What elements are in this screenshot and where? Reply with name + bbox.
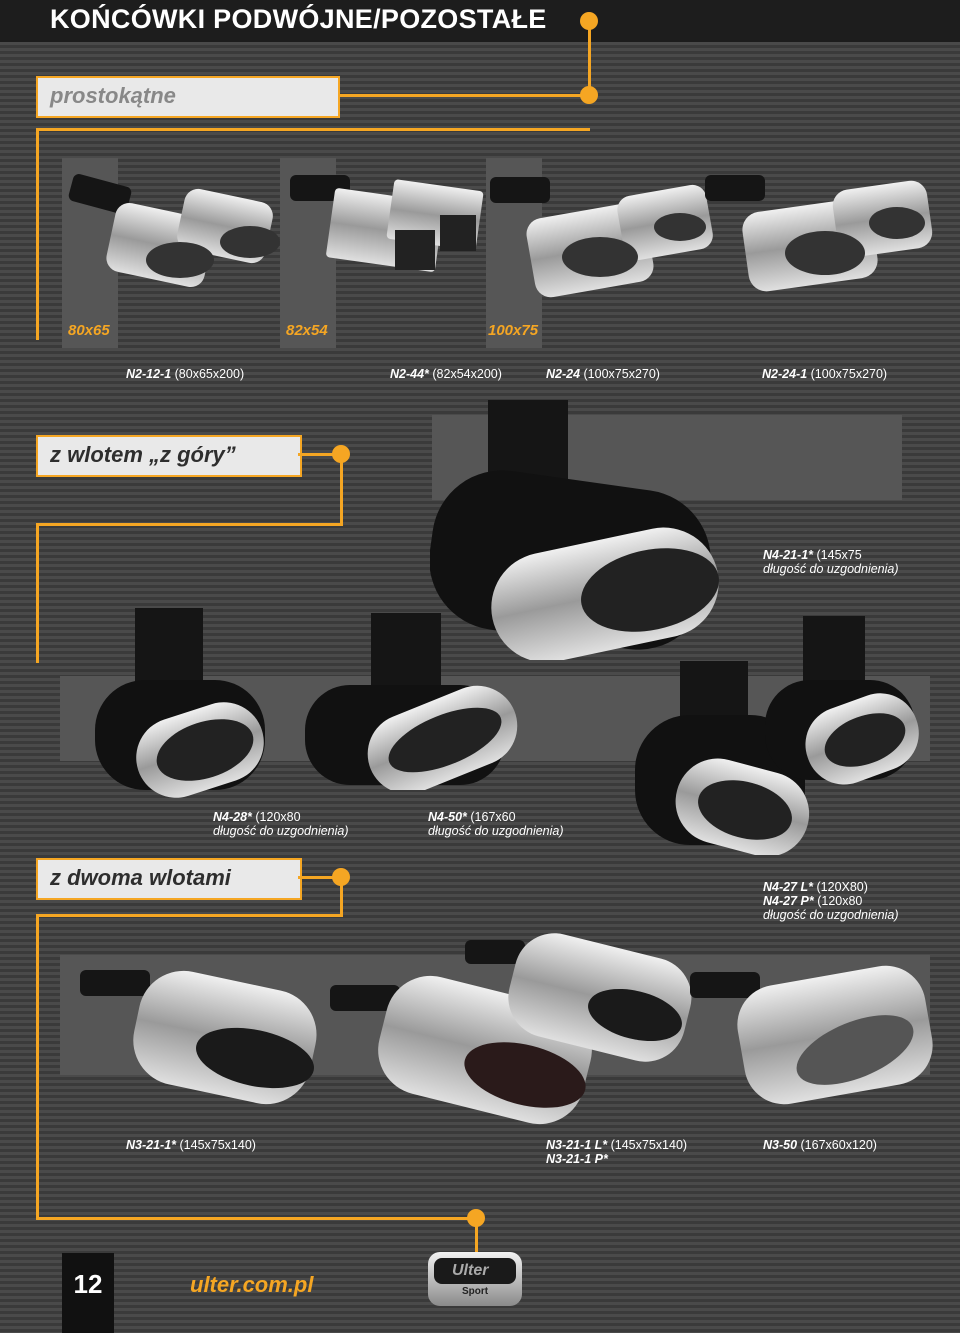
brand-logo: Ulter Sport: [428, 1252, 522, 1306]
product-caption: N3-21-1* (145x75x140): [126, 1138, 256, 1152]
section-left-line: [36, 523, 39, 663]
section-label-text: z dwoma wlotami: [50, 865, 231, 890]
product-caption: N4-27 L* (120X80) N4-27 P* (120x80 długo…: [763, 880, 899, 922]
size-label: 82x54: [286, 322, 328, 339]
exhaust-tip-photo: [290, 175, 484, 272]
exhaust-tip-photo: [68, 174, 280, 288]
exhaust-tip-photo: [465, 933, 692, 1062]
header-accent-line: [588, 20, 591, 95]
section-line: [340, 876, 343, 916]
size-label: 100x75: [488, 322, 539, 339]
product-caption: N2-12-1 (80x65x200): [126, 367, 245, 381]
section-top-line: [36, 128, 590, 131]
section-line: [36, 914, 343, 917]
product-caption: N2-24-1 (100x75x270): [762, 367, 888, 381]
product-caption: N3-50 (167x60x120): [763, 1138, 877, 1152]
section-bottom-line: [36, 1217, 476, 1220]
exhaust-tip-photo: [430, 400, 719, 660]
page-title: KOŃCÓWKI PODWÓJNE/POZOSTAŁE: [50, 4, 547, 34]
exhaust-tip-photo: [80, 970, 317, 1105]
size-label: 80x65: [68, 322, 110, 339]
website-link[interactable]: ulter.com.pl: [190, 1272, 314, 1297]
exhaust-tip-photo: [305, 613, 518, 790]
exhaust-tip-photo: [490, 177, 713, 298]
exhaust-tip-photo: [690, 965, 933, 1105]
section-line: [475, 1225, 478, 1253]
section-label-text: z wlotem „z góry”: [50, 442, 236, 467]
exhaust-tip-photo: [635, 661, 810, 855]
logo-subtext: Sport: [461, 1286, 489, 1297]
product-caption: N2-44* (82x54x200): [390, 367, 502, 381]
section-line: [36, 523, 343, 526]
section-label-dwoma: z dwoma wlotami: [36, 858, 302, 900]
section-label-text: prostokątne: [50, 83, 176, 108]
section-line: [340, 453, 343, 525]
section-dot: [467, 1209, 485, 1227]
section-label-prostokatne: prostokątne: [36, 76, 340, 118]
product-caption: N4-21-1* (145x75 długość do uzgodnienia): [763, 548, 899, 576]
logo-plate: Ulter: [434, 1258, 516, 1284]
logo-text: Ulter: [452, 1262, 489, 1279]
section-left-line: [36, 914, 39, 1219]
exhaust-tip-photo: [765, 616, 919, 785]
exhaust-tip-photo: [705, 175, 933, 292]
section-label-z-gory: z wlotem „z góry”: [36, 435, 302, 477]
page-header: [0, 0, 960, 42]
product-caption: N2-24 (100x75x270): [546, 367, 660, 381]
section-dot: [580, 86, 598, 104]
page-number: 12: [62, 1253, 114, 1333]
section-left-line: [36, 128, 39, 340]
section-line: [338, 94, 584, 97]
section-line: [298, 453, 334, 456]
product-caption: N4-50* (167x60 długość do uzgodnienia): [428, 810, 564, 838]
exhaust-tip-photo: [95, 608, 265, 798]
product-caption: N3-21-1 L* (145x75x140) N3-21-1 P*: [546, 1138, 688, 1166]
product-caption: N4-28* (120x80 długość do uzgodnienia): [213, 810, 349, 838]
section-line: [298, 876, 334, 879]
